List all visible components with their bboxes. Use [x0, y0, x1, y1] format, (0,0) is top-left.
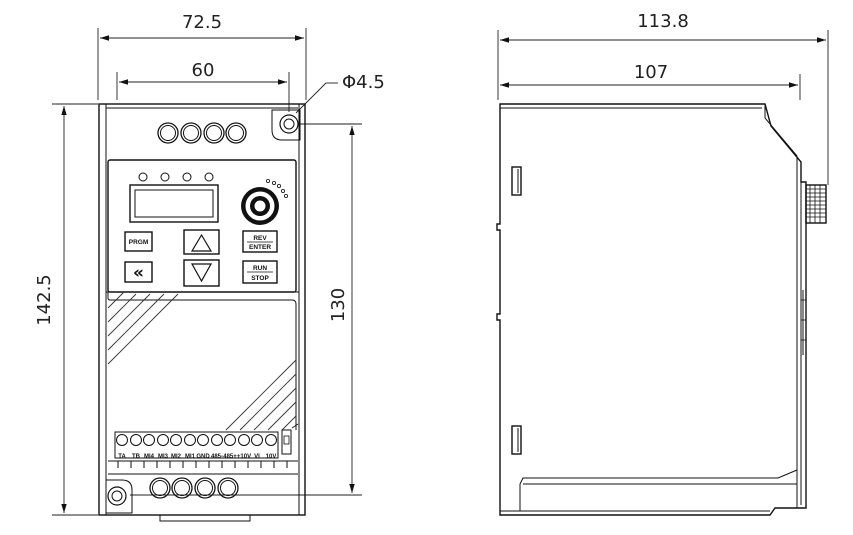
- dimension-hole-spacing-width: 60: [116, 60, 290, 112]
- dimension-body-depth-label: 107: [634, 62, 668, 83]
- potentiometer-knob: [241, 178, 288, 225]
- terminal-label: VI: [254, 454, 260, 460]
- dimension-hole-spacing-width-label: 60: [192, 60, 215, 81]
- enter-key-label: ENTER: [249, 244, 271, 251]
- dimension-overall-width-label: 72.5: [182, 12, 222, 33]
- stop-key-label: STOP: [251, 275, 269, 282]
- run-key-label: RUN: [253, 265, 267, 272]
- dimension-overall-width: 72.5: [97, 12, 307, 100]
- terminal-label: 485-: [211, 454, 223, 460]
- dimension-hole-diameter: Φ4.5: [295, 72, 385, 114]
- side-knob-profile: [805, 184, 827, 224]
- dimension-overall-height: 142.5: [34, 103, 98, 516]
- cover-hatch-right: [225, 359, 297, 431]
- keypad-panel: PRGM « REV ENTER: [107, 159, 297, 293]
- top-cable-holes: [157, 122, 247, 144]
- down-key[interactable]: [183, 259, 220, 287]
- mount-hole-bottom-left: [105, 479, 133, 514]
- terminal-label: GND: [196, 454, 210, 460]
- dimension-body-depth: 107: [500, 62, 801, 100]
- terminal-label: TA: [118, 454, 126, 460]
- shift-key[interactable]: «: [124, 261, 153, 283]
- terminal-label: MI2: [171, 454, 182, 460]
- run-stop-key[interactable]: RUN STOP: [242, 260, 278, 284]
- dimension-hole-spacing-height-label: 130: [328, 288, 349, 322]
- dimension-overall-depth-label: 113.8: [637, 11, 689, 32]
- prgm-key-label: PRGM: [129, 239, 149, 246]
- bottom-cable-holes: [149, 477, 239, 499]
- dimension-overall-depth: 113.8: [497, 11, 829, 185]
- terminal-cover: [106, 291, 299, 431]
- dimension-overall-height-label: 142.5: [34, 274, 55, 326]
- cover-hatch-left: [107, 291, 179, 365]
- terminal-label: MI3: [158, 454, 169, 460]
- up-key[interactable]: [183, 229, 220, 255]
- terminal-label: MI4: [144, 454, 155, 460]
- terminal-label: +10V: [237, 454, 251, 460]
- terminal-label: MI1: [185, 454, 196, 460]
- control-terminal-block: TA TB MI4 MI3 MI2 MI1 GND 485- 485+ +10V…: [108, 423, 299, 475]
- side-view: 113.8 107: [496, 11, 829, 516]
- dimension-hole-spacing-height: 130: [130, 123, 362, 496]
- rev-enter-key[interactable]: REV ENTER: [242, 230, 278, 253]
- down-arrow-icon: [190, 263, 213, 283]
- mount-hole-top-right: [271, 109, 301, 141]
- up-arrow-icon: [190, 233, 213, 252]
- side-housing: [496, 103, 807, 516]
- prgm-key[interactable]: PRGM: [124, 231, 153, 252]
- led-display: [129, 184, 219, 223]
- rev-key-label: REV: [253, 235, 267, 242]
- shift-key-label: «: [133, 263, 144, 283]
- terminal-label: 485+: [223, 454, 237, 460]
- dimension-hole-diameter-label: Φ4.5: [342, 72, 385, 93]
- drive-housing: [98, 103, 306, 522]
- terminal-label: 10V: [266, 454, 277, 460]
- front-view: 72.5 60 Φ4.5 142.5 130: [34, 12, 385, 522]
- terminal-label: TB: [132, 454, 141, 460]
